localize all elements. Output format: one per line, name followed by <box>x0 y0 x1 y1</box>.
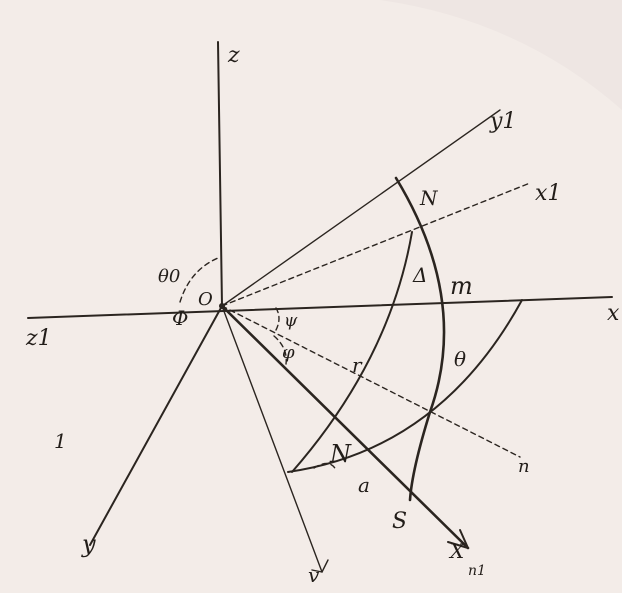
y-axis-line <box>89 305 223 546</box>
phi-angle-arc <box>273 335 287 365</box>
label-O: O <box>198 289 213 310</box>
label-phi-big: Φ <box>172 306 188 330</box>
label-theta: θ <box>454 347 466 371</box>
label-y: y <box>81 530 96 558</box>
n-dashed-line <box>221 305 521 458</box>
label-N-top: N <box>419 186 439 210</box>
x1-dashed-line <box>221 182 531 307</box>
label-delta: Δ <box>412 263 427 287</box>
label-v: v <box>308 563 320 587</box>
label-psi: ψ <box>284 311 298 331</box>
label-x1: x1 <box>535 181 561 206</box>
y1-axis-line <box>221 109 501 307</box>
z-axis-line <box>217 41 223 307</box>
label-a: a <box>358 473 370 497</box>
label-n1: n1 <box>468 563 486 579</box>
psi-angle-arc <box>275 307 280 331</box>
v-arrow-head <box>311 559 329 573</box>
N-angle-arc <box>313 462 337 471</box>
label-y1: y1 <box>489 109 516 134</box>
paper-fold-shade <box>380 0 622 110</box>
label-z: z <box>227 43 240 68</box>
X-axis-line <box>220 304 470 550</box>
label-X: X <box>448 539 465 563</box>
x-axis-line <box>27 296 613 319</box>
X-arrow-head <box>447 529 469 549</box>
label-phi: φ <box>282 342 295 363</box>
label-N-cap: N <box>329 440 352 468</box>
label-S: S <box>392 509 407 534</box>
label-one: 1 <box>54 429 67 453</box>
v-line <box>221 305 323 573</box>
origin-point <box>219 303 225 309</box>
label-theta-o: θ0 <box>158 266 180 287</box>
label-m: m <box>450 272 473 300</box>
label-z1: z1 <box>25 326 52 351</box>
theta-o-angle-arc <box>179 257 219 303</box>
label-x: x <box>607 301 620 326</box>
label-r: r <box>352 353 363 377</box>
meridian-arc-m <box>394 176 446 502</box>
label-n: n <box>518 456 530 477</box>
arc-r <box>291 231 413 473</box>
